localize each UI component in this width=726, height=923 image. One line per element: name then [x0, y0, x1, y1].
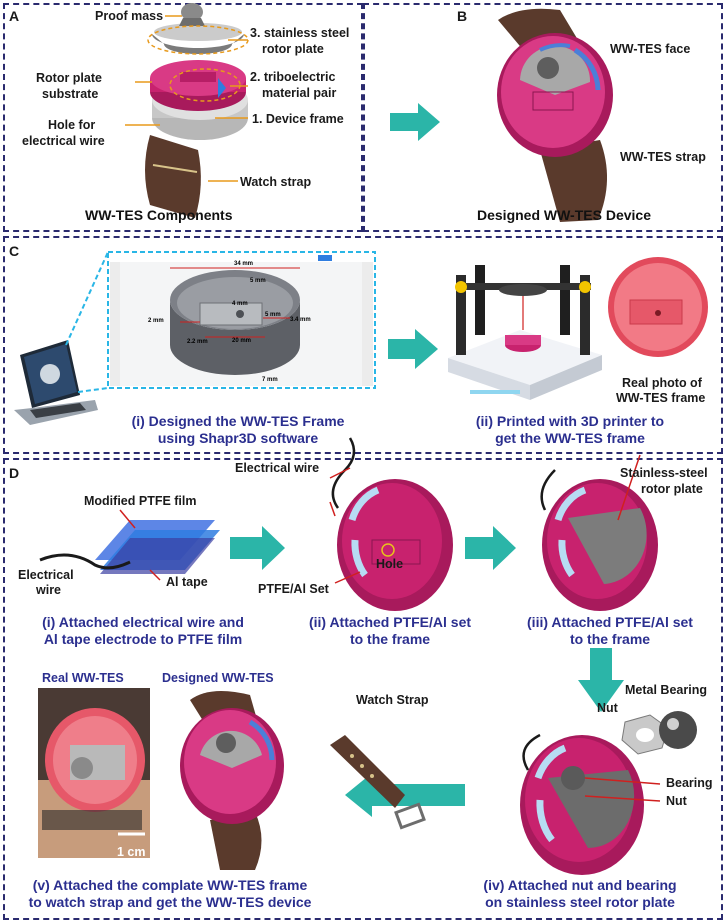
- callout-al-tape: Al tape: [166, 575, 208, 589]
- callout-hole-2: electrical wire: [22, 134, 105, 148]
- callout-ptfe-al-set: PTFE/Al Set: [258, 582, 329, 596]
- bearing-icon: [659, 711, 697, 749]
- label-designed-wwtes: Designed WW-TES: [162, 671, 274, 685]
- callout-ss-rotor-2: rotor plate: [641, 482, 703, 496]
- panel-b-label: B: [457, 8, 468, 24]
- panel-d-caption-iv: (iv) Attached nut and bearing on stainle…: [483, 877, 677, 910]
- panel-b-title: Designed WW-TES Device: [477, 207, 651, 223]
- callout-watch-strap-d: Watch Strap: [356, 693, 429, 707]
- callout-strap: WW-TES strap: [620, 150, 706, 164]
- panel-a-label: A: [9, 8, 20, 24]
- svg-text:34 mm: 34 mm: [234, 261, 253, 267]
- arrow-right-icon: [230, 526, 285, 570]
- callout-device-frame: 1. Device frame: [252, 112, 344, 126]
- svg-text:3.4 mm: 3.4 mm: [290, 317, 311, 323]
- nut-icon: [621, 714, 669, 755]
- label-real-wwtes: Real WW-TES: [42, 671, 124, 685]
- callout-ptfe-film: Modified PTFE film: [84, 494, 197, 508]
- panel-b: [363, 3, 723, 232]
- callout-electrical-1: Electrical: [18, 568, 74, 582]
- panel-d-label: D: [9, 465, 20, 481]
- svg-text:2 mm: 2 mm: [148, 318, 164, 324]
- panel-d-caption-v: (v) Attached the complate WW-TES frame t…: [28, 877, 312, 910]
- callout-metal-bearing: Metal Bearing: [625, 683, 707, 697]
- callout-hole: Hole: [376, 557, 404, 571]
- callout-watch-strap: Watch strap: [240, 175, 312, 189]
- callout-rotor-plate-1: 3. stainless steel: [250, 26, 350, 40]
- panel-a: [3, 3, 363, 232]
- arrow-right-icon: [390, 103, 440, 141]
- frame-photo-label-1: Real photo of: [622, 376, 702, 390]
- panel-d: [3, 458, 723, 920]
- svg-text:5 mm: 5 mm: [250, 278, 266, 284]
- callout-proof-mass: Proof mass: [95, 9, 164, 23]
- laptop-icon: [14, 340, 98, 425]
- svg-text:20 mm: 20 mm: [232, 338, 251, 344]
- callout-electrical-2: wire: [36, 583, 62, 597]
- callout-face: WW-TES face: [610, 42, 691, 56]
- panel-a-title: WW-TES Components: [85, 207, 233, 223]
- callout-bearing: Bearing: [666, 776, 713, 790]
- svg-text:4 mm: 4 mm: [232, 301, 248, 307]
- callout-ss-rotor-1: Stainless-steel: [620, 466, 708, 480]
- panel-d-caption-i: (i) Attached electrical wire and Al tape…: [42, 614, 244, 647]
- callout-nut: Nut: [666, 794, 687, 808]
- svg-text:7 mm: 7 mm: [262, 377, 278, 383]
- panel-d-caption-ii: (ii) Attached PTFE/Al set to the frame: [308, 614, 472, 647]
- panel-c-caption-i: (i) Designed the WW-TES Frame using Shap…: [131, 413, 345, 446]
- panel-c-caption-ii: (ii) Printed with 3D printer to get the …: [475, 413, 665, 446]
- panel-c: [3, 236, 723, 454]
- panel-d-caption-iii: (iii) Attached PTFE/Al set to the frame: [527, 614, 693, 647]
- callout-substrate-2: substrate: [42, 87, 99, 101]
- svg-text:2.2 mm: 2.2 mm: [187, 339, 208, 345]
- svg-text:5 mm: 5 mm: [265, 312, 281, 318]
- panel-c-label: C: [9, 243, 20, 259]
- 3d-printer-icon: [448, 265, 602, 400]
- callout-substrate-1: Rotor plate: [36, 71, 102, 85]
- arrow-down-icon: [578, 648, 624, 712]
- callout-electrical-wire: Electrical wire: [235, 461, 320, 475]
- callout-rotor-plate-2: rotor plate: [262, 42, 324, 56]
- callout-tribo-2: material pair: [262, 86, 337, 100]
- scale-bar-label: 1 cm: [117, 845, 146, 859]
- callout-nut-top: Nut: [597, 701, 618, 715]
- arrow-right-icon: [388, 329, 438, 369]
- callout-tribo-1: 2. triboelectric: [250, 70, 336, 84]
- arrow-right-icon: [465, 526, 516, 570]
- callout-hole-1: Hole for: [48, 118, 96, 132]
- frame-photo-label-2: WW-TES frame: [616, 391, 706, 405]
